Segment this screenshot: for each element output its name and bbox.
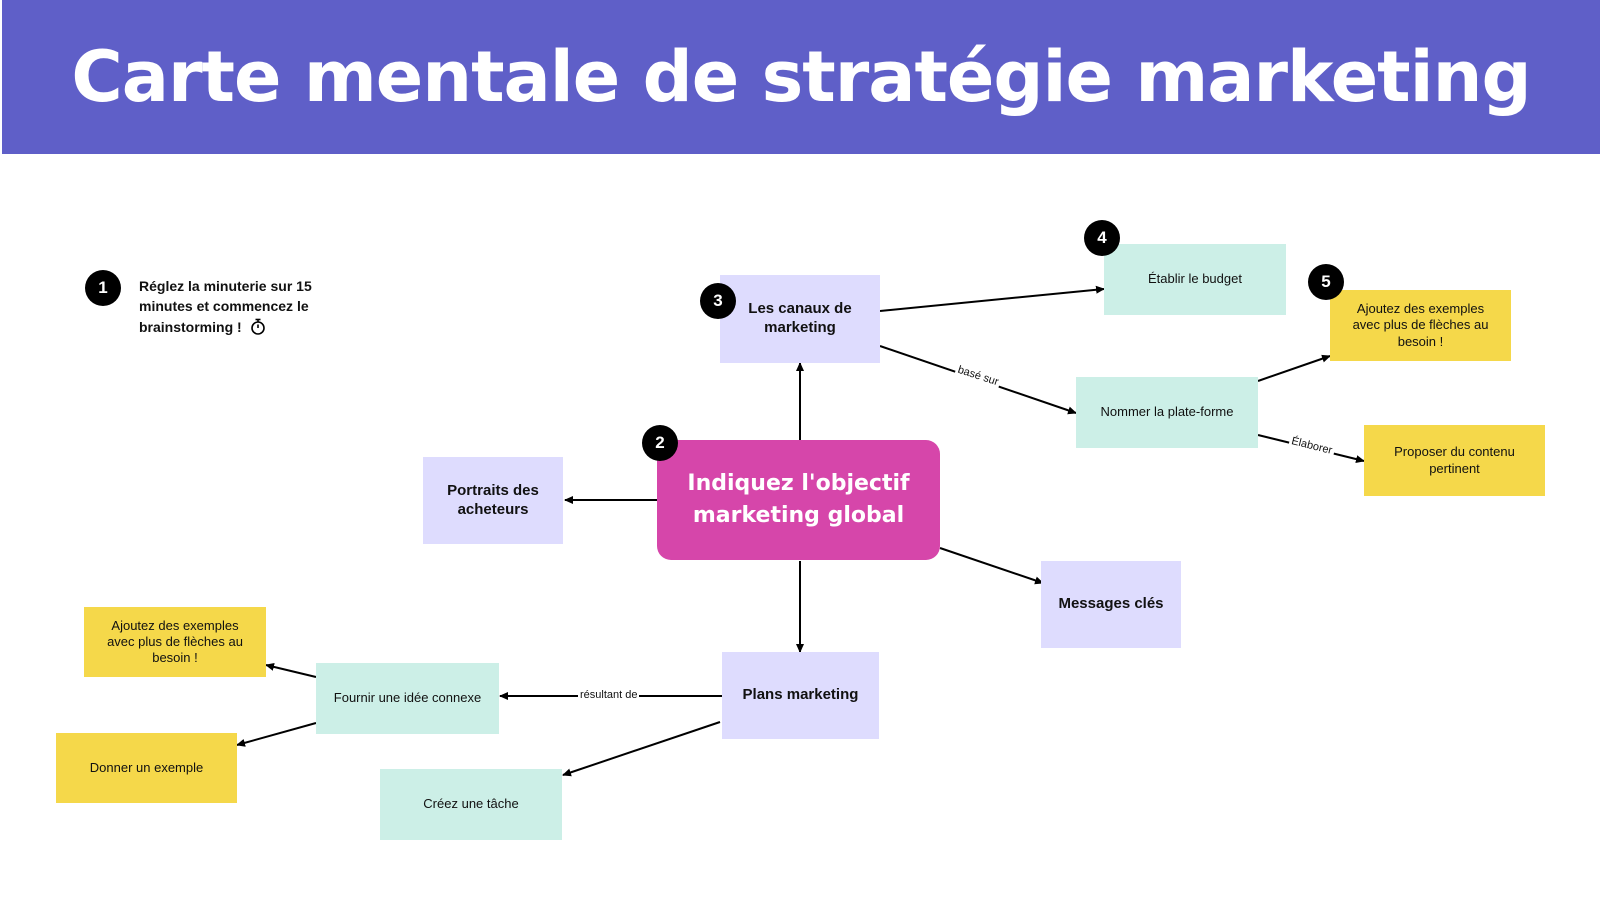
central-objective-label: Indiquez l'objectif marketing global [687,471,910,528]
central-objective-node[interactable]: Indiquez l'objectif marketing global [657,440,940,560]
node-portraits-label: Portraits des acheteurs [447,481,539,518]
node-messages[interactable]: Messages clés [1041,561,1181,648]
node-canaux[interactable]: Les canaux de marketing [720,275,880,363]
step-4-badge: 4 [1084,220,1120,256]
node-plateforme-label: Nommer la plate-forme [1100,404,1234,420]
node-exemples-left-label: Ajoutez des exemples avec plus de flèche… [107,617,243,666]
node-idee[interactable]: Fournir une idée connexe [316,663,499,734]
instruction-label: Réglez la minuterie sur 15 minutes et co… [139,278,312,335]
node-portraits[interactable]: Portraits des acheteurs [423,457,563,544]
instruction-text: Réglez la minuterie sur 15 minutes et co… [139,276,329,337]
edge-canaux-to-budget [879,285,1105,312]
stopwatch-icon [250,318,265,335]
node-tache[interactable]: Créez une tâche [380,769,562,840]
node-exemples-left[interactable]: Ajoutez des exemples avec plus de flèche… [84,607,266,677]
node-contenu-label: Proposer du contenu pertinent [1394,444,1515,476]
node-donner[interactable]: Donner un exemple [56,733,237,803]
page-title: Carte mentale de stratégie marketing [71,36,1531,118]
edge-plateforme-to-exemples [1257,354,1331,382]
node-plans[interactable]: Plans marketing [722,652,879,739]
step-5-badge: 5 [1308,264,1344,300]
step-2-badge: 2 [642,425,678,461]
edge-label-resultant-de: résultant de [578,689,640,701]
node-budget-label: Établir le budget [1148,271,1242,287]
node-budget[interactable]: Établir le budget [1104,244,1286,315]
node-exemples-right-label: Ajoutez des exemples avec plus de flèche… [1352,301,1489,349]
edge-plans-to-tache [562,721,721,777]
node-plateforme[interactable]: Nommer la plate-forme [1076,377,1258,448]
step-3-badge: 3 [700,283,736,319]
node-contenu[interactable]: Proposer du contenu pertinent [1364,425,1545,496]
node-canaux-label: Les canaux de marketing [748,300,852,336]
header-banner: Carte mentale de stratégie marketing [2,0,1600,154]
node-exemples-right[interactable]: Ajoutez des exemples avec plus de flèche… [1330,290,1511,361]
node-donner-label: Donner un exemple [89,759,204,775]
edge-central-to-messages [939,547,1044,585]
edge-idee-to-exemples [265,662,317,678]
node-tache-label: Créez une tâche [423,796,519,812]
node-idee-label: Fournir une idée connexe [333,690,482,706]
step-1-badge: 1 [85,270,121,306]
edge-idee-to-donner [236,722,317,747]
node-messages-label: Messages clés [1058,595,1164,613]
node-plans-label: Plans marketing [742,686,859,704]
